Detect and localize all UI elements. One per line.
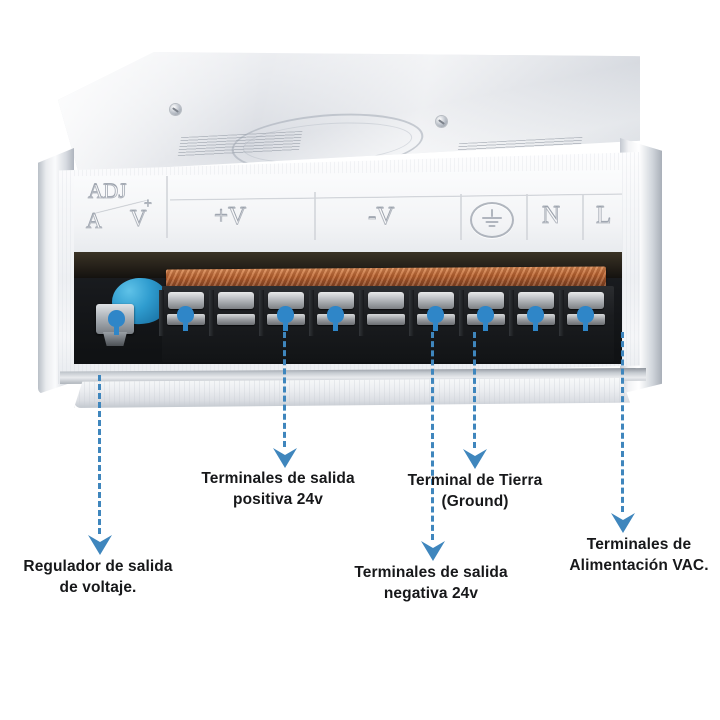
callout-label-voltage-regulator: Regulador de salida de voltaje. [23,556,172,598]
marker-dot-terminal-1 [177,306,194,331]
terminal-2 [209,290,258,336]
marker-dot-terminal-6 [427,306,444,331]
callout-arrow-positive-output-terminals [272,447,298,469]
terminal-screw [568,292,604,309]
panel-divider-3 [460,194,462,240]
lid-screw-right [436,116,447,127]
terminal-5 [359,290,408,336]
callout-line-1: Terminales de salida [201,470,355,487]
panel-divider-2 [314,192,316,240]
marking-neutral: N [541,202,561,230]
terminal-separator [259,290,264,336]
terminal-separator [359,290,364,336]
terminal-screw [418,292,454,309]
callout-line-2: positiva 24v [233,491,323,508]
terminal-plate [367,314,405,325]
terminal-screw [518,292,554,309]
callout-leader-ground-terminal [473,332,476,448]
terminal-separator [209,290,214,336]
marking-negative-output: -V [367,203,395,231]
marker-dot-potentiometer [108,310,125,335]
marker-dot-terminal-3 [277,306,294,331]
callout-arrow-ground-terminal [462,448,488,470]
callout-arrow-negative-output-terminals [420,540,446,562]
terminal-marking-panel: ADJ A V + +V -V N [74,170,622,258]
terminal-screw [268,292,304,309]
callout-leader-voltage-regulator [98,375,101,534]
marking-adj: ADJ [88,179,128,204]
adj-plus-tick: + [144,197,153,213]
marking-adj-voltage: V [130,206,148,232]
terminal-separator [409,290,414,336]
terminal-separator [159,290,164,336]
panel-divider-5 [582,195,584,240]
callout-arrow-vac-input-terminals [610,512,636,534]
marker-dot-terminal-9 [577,306,594,331]
terminal-plate [217,314,255,325]
marking-positive-output: +V [213,203,247,231]
bottom-skirt-grain [74,378,630,408]
callout-leader-negative-output-terminals [431,332,434,540]
callout-line-1: Terminales de [586,536,692,553]
terminal-separator [509,290,514,336]
callout-leader-positive-output-terminals [283,332,286,447]
panel-top-rule [170,193,622,201]
terminal-separator [559,290,564,336]
marking-adj-current: A [86,208,103,234]
terminal-separator [459,290,464,336]
callout-line-2: de voltaje. [59,579,137,596]
callout-label-ground-terminal: Terminal de Tierra (Ground) [408,470,543,512]
terminal-block-bay [74,252,622,364]
terminal-screw [468,292,504,309]
callout-line-2: (Ground) [441,493,509,510]
marker-dot-terminal-8 [527,306,544,331]
panel-divider-4 [526,194,528,240]
potentiometer-legs [103,332,127,346]
chassis-top-lid [58,52,640,172]
callout-label-positive-output-terminals: Terminales de salida positiva 24v [201,468,354,510]
terminal-separator [309,290,314,336]
ground-symbol-icon [470,202,514,238]
lid-screw-left [170,104,181,115]
marker-dot-terminal-4 [327,306,344,331]
chassis-bottom-skirt [74,378,630,408]
terminal-screw [168,292,204,309]
callout-leader-vac-input-terminals [621,332,624,512]
terminal-strip [159,286,614,362]
callout-label-vac-input-terminals: Terminales de Alimentación VAC. [569,534,708,576]
callout-line-1: Terminales de salida [354,564,508,581]
marking-line: L [595,202,612,230]
callout-label-negative-output-terminals: Terminales de salida negativa 24v [354,562,507,604]
terminal-screw [318,292,354,309]
callout-line-2: negativa 24v [383,585,479,602]
marker-dot-terminal-7 [477,306,494,331]
terminal-screw [368,292,404,309]
callout-line-1: Terminal de Tierra [407,472,543,489]
panel-divider-1 [166,176,168,238]
callout-line-1: Regulador de salida [23,558,173,575]
terminal-screw [218,292,254,309]
callout-arrow-voltage-regulator [87,534,113,556]
callout-line-2: Alimentación VAC. [569,557,709,574]
